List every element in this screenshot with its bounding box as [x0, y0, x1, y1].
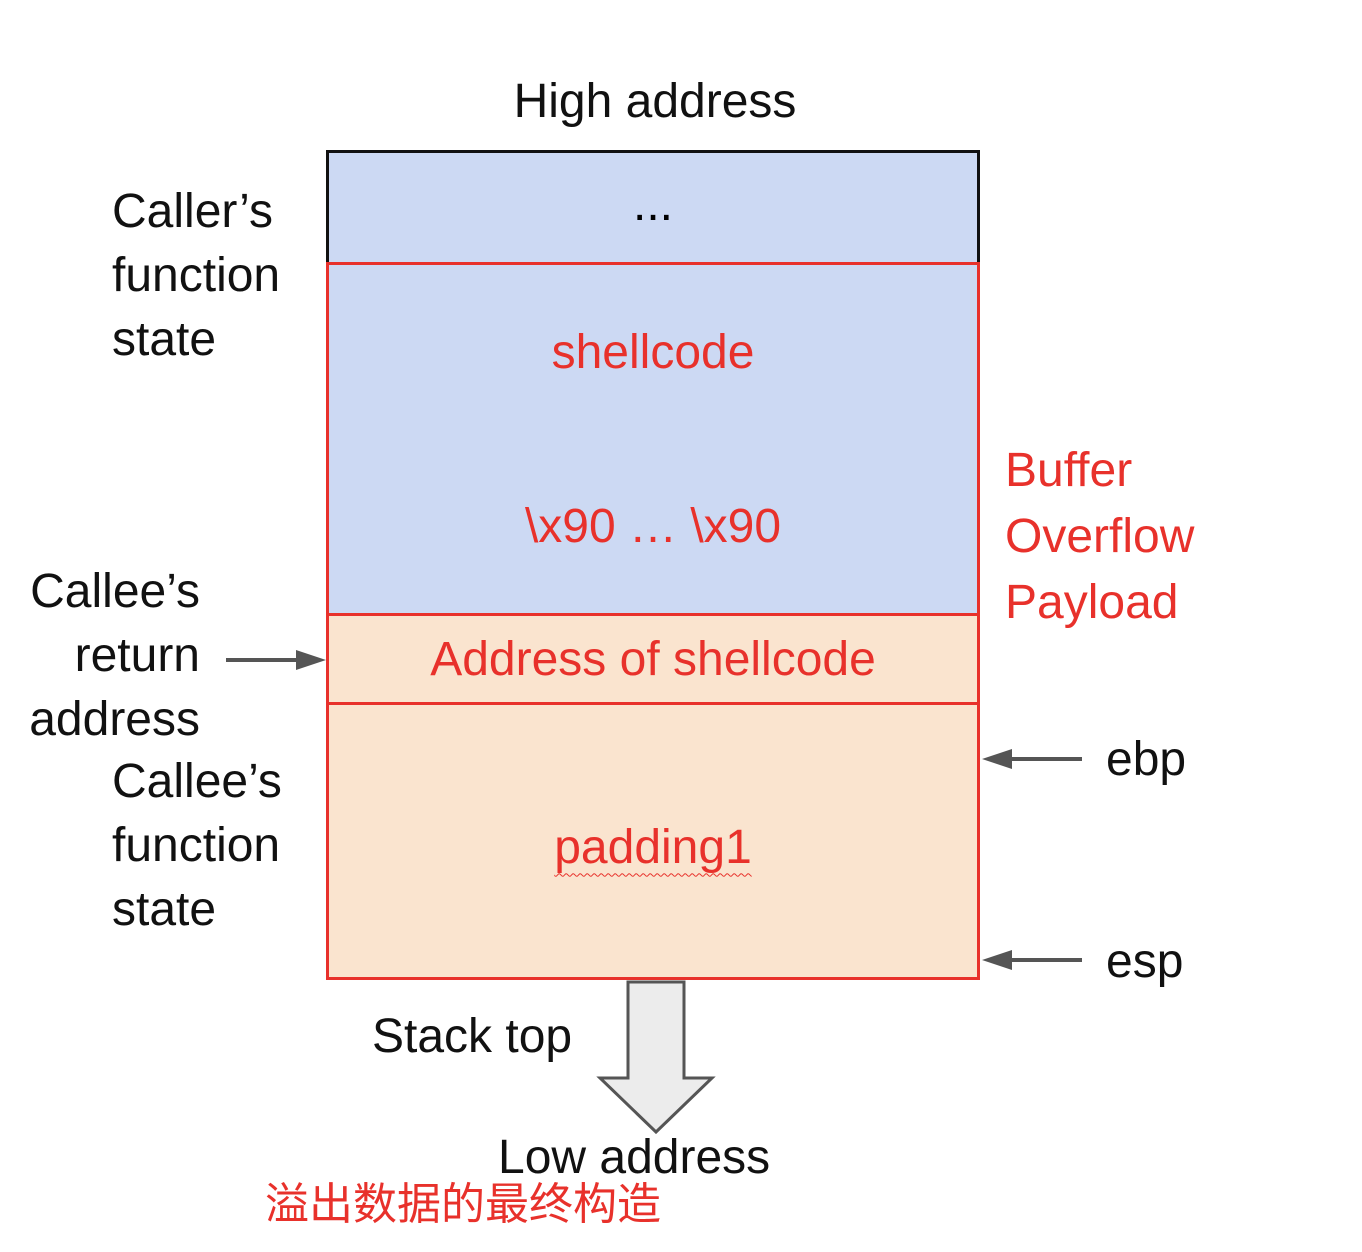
ebp-arrow-icon [982, 749, 1082, 769]
callee-return-address-label: Callee’s return address [29, 565, 200, 746]
stack-growth-down-arrow-icon [596, 980, 716, 1135]
high-address-label: High address [513, 75, 797, 128]
shellcode-text: shellcode [551, 326, 755, 379]
buffer-overflow-payload-label: Buffer Overflow Payload [1005, 444, 1195, 629]
padding-text: padding1 [554, 820, 752, 874]
callee-state-label: Callee’s function state [112, 755, 282, 936]
esp-arrow-icon [982, 950, 1082, 970]
stack-cell-caller-frame: ... [326, 150, 980, 265]
stack-cell-nop-sled: \x90 … \x90 [326, 440, 980, 616]
return-address-text: Address of shellcode [430, 632, 876, 686]
ebp-label: ebp [1106, 733, 1187, 786]
nop-sled-text: \x90 … \x90 [524, 500, 782, 553]
stack-cell-padding: padding1 [326, 702, 980, 980]
low-address-label: Low address [498, 1131, 771, 1184]
ellipsis-text: ... [632, 177, 673, 231]
stack-top-label: Stack top [372, 1010, 573, 1063]
stack-cell-return-address: Address of shellcode [326, 613, 980, 705]
caller-state-label: Caller’s function state [112, 185, 281, 366]
figure-caption: 溢出数据的最终构造 [265, 1179, 661, 1230]
return-address-arrow-icon [226, 650, 326, 670]
esp-label: esp [1106, 935, 1184, 988]
